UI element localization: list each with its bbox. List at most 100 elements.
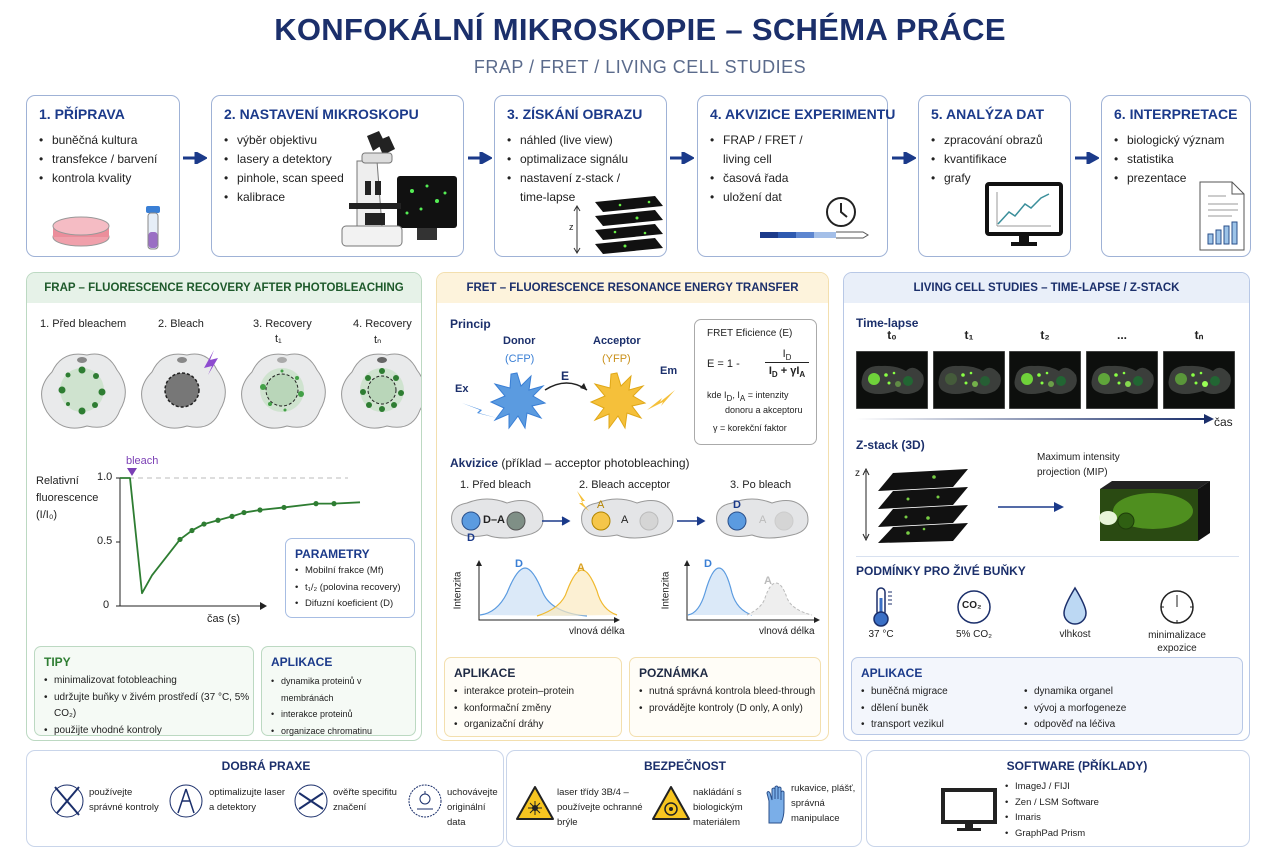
software-title: SOFTWARE (PŘÍKLADY) xyxy=(1006,759,1148,773)
emission-label: Em xyxy=(660,365,678,377)
step-title: 1. PŘÍPRAVA xyxy=(39,106,125,122)
acceptor-label: Acceptor xyxy=(593,335,641,347)
spectrum-peak-label: D xyxy=(704,558,712,570)
list-item: Difuzní koeficient (D) xyxy=(295,596,401,613)
applications-title: APLIKACE xyxy=(861,666,923,680)
page-title: KONFOKÁLNÍ MIKROSKOPIE – SCHÉMA PRÁCE xyxy=(274,12,1006,47)
list-item: statistika xyxy=(1114,150,1224,169)
time-lapse-heading: Time-lapse xyxy=(856,316,919,330)
formula-part: kde xyxy=(707,390,722,400)
frap-stage-label: 2. Bleach xyxy=(158,318,204,330)
acceptor-label-small: A xyxy=(621,514,629,526)
z-stack-heading: Z-stack (3D) xyxy=(856,438,925,452)
lightning-bolt-icon xyxy=(577,491,589,511)
formula-part: A xyxy=(739,394,746,403)
data-point xyxy=(215,517,221,523)
formula-part: D xyxy=(785,353,792,362)
step-title: 5. ANALÝZA DAT xyxy=(931,106,1045,122)
list-item: transport vezikul xyxy=(861,717,948,734)
page-subtitle: FRAP / FRET / LIVING CELL STUDIES xyxy=(473,57,807,77)
frap-stage-label: 1. Před bleachem xyxy=(40,318,127,330)
formula-denominator: ID + γIA xyxy=(761,365,813,379)
list-item: dělení buněk xyxy=(861,701,948,718)
list-item: interakce proteinů xyxy=(271,706,415,723)
acceptor-star-icon xyxy=(589,372,647,430)
list-item: buněčná kultura xyxy=(39,131,157,150)
co2-icon xyxy=(957,590,991,624)
formula-part: I xyxy=(782,348,786,360)
good-practice-item: používejte správné kontroly xyxy=(89,787,159,813)
y-tick-label: 1.0 xyxy=(97,471,113,483)
list-item: odpověď na léčiva xyxy=(1024,717,1126,734)
specificity-check-icon xyxy=(294,784,328,818)
safety-item: laser třídy 3B/4 – používejte ochranné b… xyxy=(557,787,643,828)
data-point xyxy=(281,504,287,511)
condition-label: 5% CO₂ xyxy=(955,629,993,640)
note-title: POZNÁMKA xyxy=(639,666,709,680)
bullet-list: výběr objektivulasery a detektorypinhole… xyxy=(224,131,344,207)
safety-title: BEZPEČNOST xyxy=(643,759,726,773)
frap-cell-stages xyxy=(41,350,421,429)
bleach-label: bleach xyxy=(126,455,159,467)
list-item: optimalizace signálu xyxy=(507,150,647,169)
living-applications-box: APLIKACE buněčná migracedělení buněktran… xyxy=(851,657,1243,735)
list-item: časová řada xyxy=(710,169,810,188)
frame-time-label: t₂ xyxy=(1040,328,1050,342)
excitation-label: Ex xyxy=(455,383,469,395)
donor-label-small: D xyxy=(733,499,741,511)
list-item: interakce protein–protein xyxy=(454,684,574,701)
bullet-list: minimalizovat fotobleachingudržujte buňk… xyxy=(44,673,253,739)
formula-legend-line: kde ID, IA = intenzity xyxy=(707,390,789,403)
formula-part: + γI xyxy=(780,365,800,377)
arrow-right-icon xyxy=(670,152,694,164)
formula-part: I xyxy=(737,390,740,400)
laser-adjust-icon xyxy=(169,784,203,818)
step-3-card: 3. ZÍSKÁNÍ OBRAZU náhled (live view)opti… xyxy=(494,95,667,257)
formula-part: D xyxy=(726,394,733,403)
data-point xyxy=(229,513,235,519)
cell-before-bleach xyxy=(41,353,126,429)
bullet-list: nutná správná kontrola bleed-throughprov… xyxy=(639,684,815,717)
list-item: pinhole, scan speed xyxy=(224,169,344,188)
list-item: transfekce / barvení xyxy=(39,150,157,169)
excitation-light-icon xyxy=(462,403,497,418)
donor-label-small: D xyxy=(467,532,475,544)
step-4-card: 4. AKVIZICE EXPERIMENTU FRAP / FRET / li… xyxy=(697,95,895,257)
data-point xyxy=(257,507,263,513)
acceptor-photobleaching-cells xyxy=(451,491,809,539)
donor-star-icon xyxy=(489,372,547,430)
formula-part: , xyxy=(732,390,735,400)
thermometer-icon xyxy=(873,587,892,627)
list-item: Zen / LSM Software xyxy=(1005,795,1099,811)
cell-recovery-t1 xyxy=(241,353,326,429)
list-item: prezentace xyxy=(1114,169,1224,188)
good-practice-item: uchovávejte originální data xyxy=(447,787,498,828)
donor-label: Donor xyxy=(503,335,536,347)
step-title: 6. INTERPRETACE xyxy=(1114,106,1238,122)
list-item: Imaris xyxy=(1005,810,1099,826)
formula-part: 1 - xyxy=(726,358,740,370)
list-item: konformační změny xyxy=(454,701,574,718)
frap-panel: FRAP – FLUORESCENCE RECOVERY AFTER PHOTO… xyxy=(26,272,422,741)
safety-item: nakládání s biologickým materiálem xyxy=(693,787,743,828)
software-box: SOFTWARE (PŘÍKLADY) ImageJ / FIJIZen / L… xyxy=(866,750,1250,847)
z-axis-label: z xyxy=(855,468,860,479)
divider xyxy=(856,556,1239,557)
spectrum-x-label: vlnová délka xyxy=(569,626,625,637)
water-drop-icon xyxy=(1063,586,1087,625)
formula-part: I xyxy=(768,365,772,377)
formula-part: D xyxy=(771,370,778,379)
list-item: kvantifikace xyxy=(931,150,1043,169)
list-item: dynamika proteinů v membránách xyxy=(271,673,415,706)
bullet-list: zpracování obrazůkvantifikacegrafy xyxy=(931,131,1043,188)
arrow-right-icon xyxy=(1075,152,1099,164)
list-item: zpracování obrazů xyxy=(931,131,1043,150)
conditions-heading: PODMÍNKY PRO ŽIVÉ BUŇKY xyxy=(856,564,1026,578)
monitor-graph-icon xyxy=(985,182,1063,246)
list-item: nutná správná kontrola bleed-through xyxy=(639,684,815,701)
acceptor-label-small: A xyxy=(597,499,605,511)
arrow-right-icon xyxy=(183,152,207,164)
frap-stage-time: t₁ xyxy=(275,333,282,345)
recovery-curve xyxy=(120,477,361,595)
